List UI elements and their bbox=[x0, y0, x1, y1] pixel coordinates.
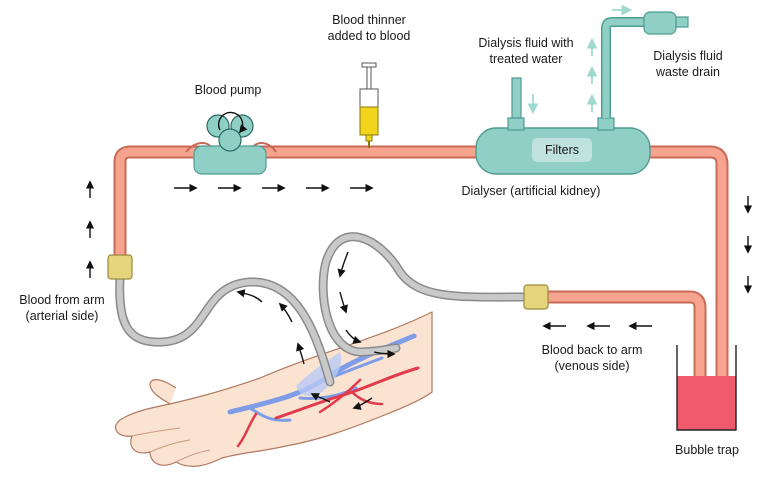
fistula bbox=[296, 352, 342, 396]
venous-connector bbox=[523, 284, 549, 310]
blood-from-arm-label: Blood from arm (arterial side) bbox=[4, 292, 120, 324]
finger-lines bbox=[131, 427, 211, 463]
blood-back-label: Blood back to arm (venous side) bbox=[524, 342, 660, 374]
dialysis-fluid-label: Dialysis fluid with treated water bbox=[456, 35, 596, 67]
blood-pump bbox=[185, 111, 277, 175]
dialysis-fluid-line-2: treated water bbox=[489, 52, 563, 66]
blood-from-arm-line-1: Blood from arm bbox=[19, 293, 105, 307]
flow-arrows bbox=[85, 180, 753, 410]
syringe-icon bbox=[359, 62, 379, 148]
waste-drain-line-2: waste drain bbox=[656, 65, 720, 79]
dialyser-label: Dialyser (artificial kidney) bbox=[461, 184, 601, 198]
blood-back-line-2: (venous side) bbox=[554, 359, 630, 373]
bubble-trap-label: Bubble trap bbox=[675, 443, 739, 457]
bubble-trap bbox=[676, 345, 737, 431]
arterial-connector bbox=[107, 254, 133, 280]
blood-pump-label: Blood pump bbox=[194, 83, 262, 97]
fluid-arrows bbox=[527, 4, 633, 115]
blood-thinner-line-1: Blood thinner bbox=[332, 13, 406, 27]
waste-drain-line-1: Dialysis fluid bbox=[653, 49, 723, 63]
arm bbox=[115, 311, 433, 467]
arteries bbox=[236, 366, 420, 448]
blood-thinner-line-2: added to blood bbox=[327, 29, 411, 43]
blood-thinner-label: Blood thinner added to blood bbox=[306, 12, 432, 44]
filters-label: Filters bbox=[532, 138, 592, 162]
dialysis-fluid-line-1: Dialysis fluid with bbox=[478, 36, 574, 50]
blood-back-line-1: Blood back to arm bbox=[541, 343, 643, 357]
blood-from-arm-line-2: (arterial side) bbox=[25, 309, 99, 323]
thumb bbox=[149, 379, 177, 405]
waste-drain-label: Dialysis fluid waste drain bbox=[638, 48, 738, 80]
